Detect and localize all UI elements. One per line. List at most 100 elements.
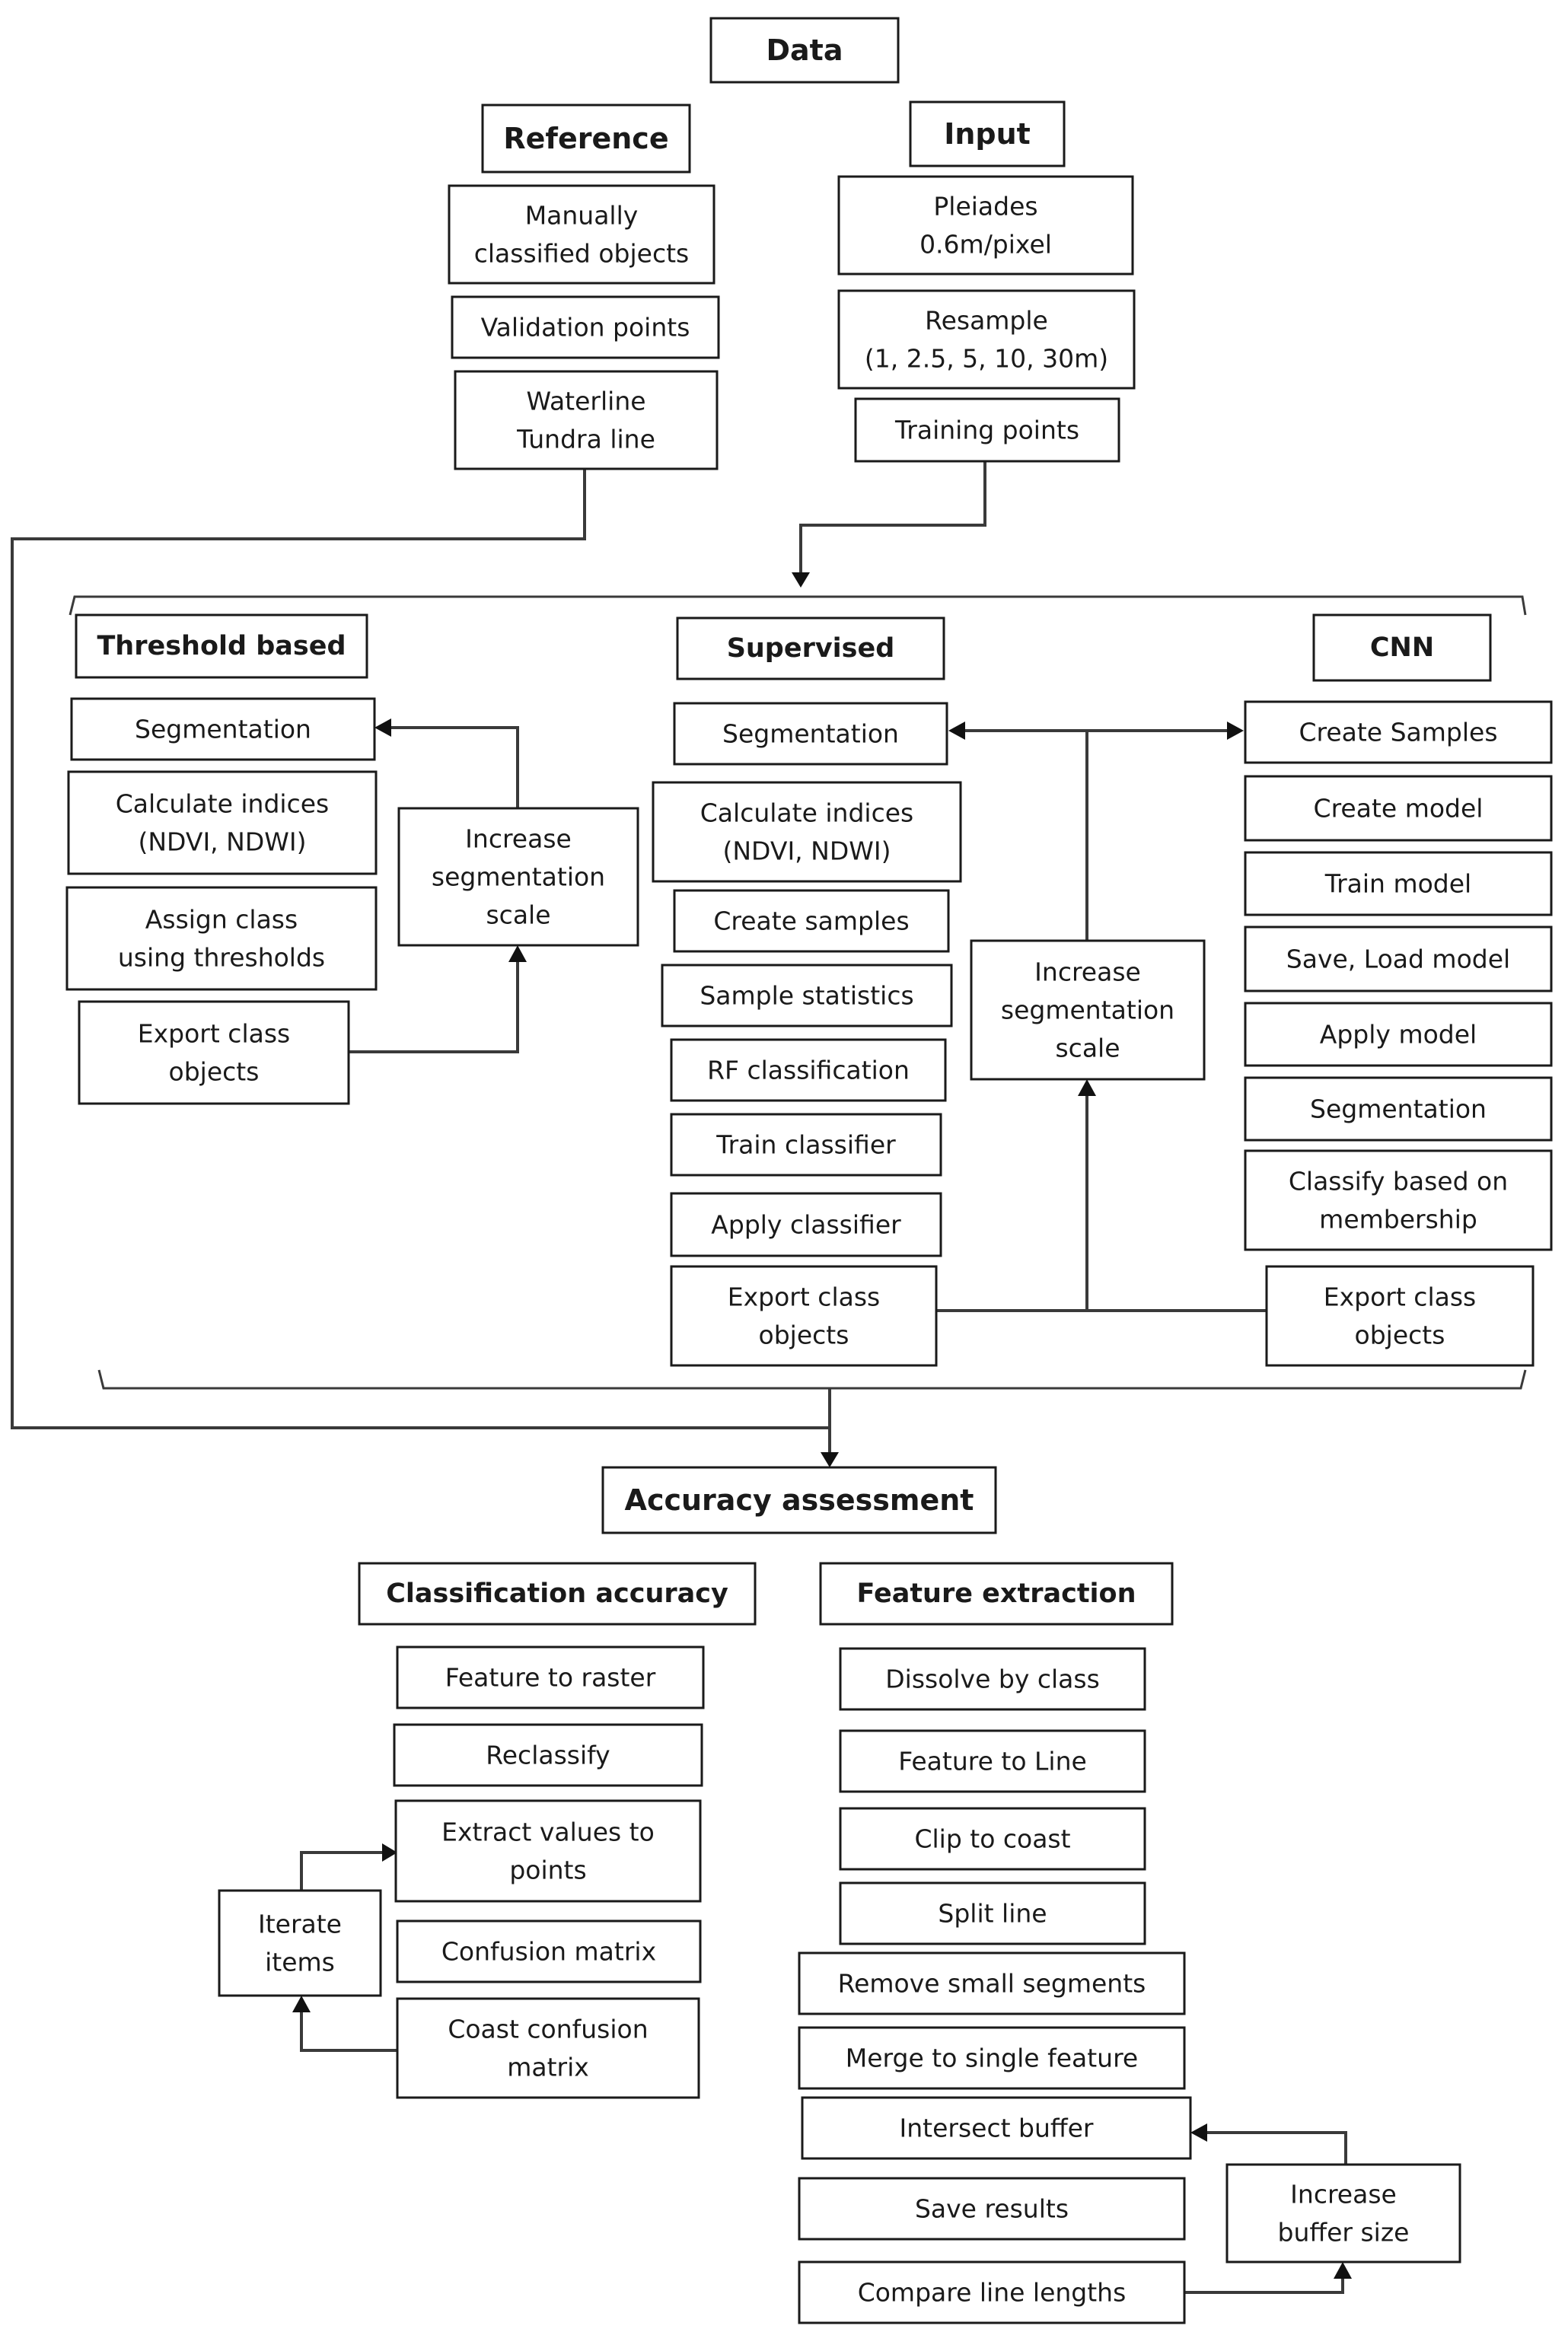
threshold-loop-connector xyxy=(349,962,519,1053)
threshold-step-frame xyxy=(67,770,378,875)
threshold-heading-frame xyxy=(75,613,368,679)
buffer-loop-connector xyxy=(1207,2131,1347,2165)
supervised-step-frame xyxy=(673,702,948,766)
threshold-step-label: Assign class xyxy=(145,905,298,935)
threshold-heading: Threshold based xyxy=(75,613,368,679)
feature-step-label: Clip to coast xyxy=(914,1824,1070,1854)
cnn-step-frame xyxy=(1244,925,1553,992)
cnn-step: Create Samples xyxy=(1244,700,1553,764)
feature-step-frame xyxy=(839,1729,1146,1793)
supervised-step-label: objects xyxy=(759,1321,849,1350)
threshold-step-frame xyxy=(65,886,378,991)
classification-step-label: Feature to raster xyxy=(445,1663,656,1693)
cnn-step-label: Classify based on xyxy=(1289,1167,1508,1196)
supervised-increase-scale-label: segmentation xyxy=(1001,996,1174,1025)
supervised-step: RF classification xyxy=(670,1038,947,1102)
supervised-increase-scale-frame xyxy=(970,939,1206,1081)
supervised-step: Calculate indices (NDVI, NDWI) xyxy=(652,781,962,883)
arrowhead xyxy=(292,1996,311,2012)
cnn-step-label: Create Samples xyxy=(1299,718,1497,747)
data-title-label: Data xyxy=(766,33,843,67)
cnn-step-label: Create model xyxy=(1314,794,1484,824)
cnn-step-label: objects xyxy=(1355,1321,1445,1350)
methods-bracket-top xyxy=(69,595,1527,616)
reference-heading-frame xyxy=(481,104,691,174)
cnn-heading-label: CNN xyxy=(1370,632,1434,663)
supervised-step-label: (NDVI, NDWI) xyxy=(722,836,891,866)
feature-step-frame xyxy=(798,2177,1186,2241)
feature-heading: Feature extraction xyxy=(819,1562,1174,1626)
threshold-heading-label: Threshold based xyxy=(97,631,346,661)
feature-step-frame xyxy=(839,1647,1146,1711)
feature-step: Clip to coast xyxy=(839,1807,1146,1871)
threshold-step-label: using thresholds xyxy=(118,943,325,973)
feature-step-frame xyxy=(801,2096,1192,2160)
iterate-items-frame xyxy=(218,1889,382,1997)
supervised-step-frame xyxy=(661,964,953,1027)
threshold-step-frame xyxy=(78,1000,350,1105)
classification-step-frame xyxy=(396,1997,700,2099)
input-item-frame xyxy=(837,175,1134,276)
feature-step-frame xyxy=(798,2026,1186,2090)
increase-buffer-size-frame xyxy=(1225,2163,1461,2264)
classification-step-label: Reclassify xyxy=(486,1741,610,1770)
reference-item-label: Waterline xyxy=(526,387,645,416)
increase-buffer-size-label: Increase xyxy=(1290,2180,1397,2209)
supervised-step: Segmentation xyxy=(673,702,948,766)
threshold-step-label: (NDVI, NDWI) xyxy=(138,827,306,857)
feature-step: Compare line lengths xyxy=(798,2260,1186,2324)
iterate-items-label: items xyxy=(265,1948,335,1977)
cnn-step-frame xyxy=(1244,1076,1553,1142)
classification-heading: Classification accuracy xyxy=(358,1562,757,1626)
feature-step-frame xyxy=(798,1951,1186,2015)
reference-heading: Reference xyxy=(481,104,691,174)
data-title: Data xyxy=(709,17,900,84)
classification-step: Feature to raster xyxy=(396,1645,705,1709)
supervised-step-label: Calculate indices xyxy=(700,798,913,828)
supervised-step-frame xyxy=(673,889,950,953)
methods-bracket-bottom xyxy=(97,1369,1527,1390)
arrowhead xyxy=(821,1452,839,1467)
classification-step: Reclassify xyxy=(393,1723,703,1787)
supervised-heading-label: Supervised xyxy=(727,633,895,664)
supervised-increase-scale-label: scale xyxy=(1055,1034,1120,1063)
input-item-label: (1, 2.5, 5, 10, 30m) xyxy=(865,344,1108,374)
supervised-step: Apply classifier xyxy=(670,1192,942,1257)
classification-heading-frame xyxy=(358,1562,757,1626)
threshold-increase-scale-frame xyxy=(397,807,639,947)
input-item-label: Pleiades xyxy=(933,192,1037,221)
arrowhead xyxy=(382,1843,397,1862)
supervised-step-frame xyxy=(670,1113,942,1177)
cnn-step-frame xyxy=(1244,775,1553,842)
threshold-step: Segmentation xyxy=(70,697,376,761)
accuracy-heading-label: Accuracy assessment xyxy=(625,1483,974,1517)
arrowhead xyxy=(1078,1079,1096,1096)
feature-step-label: Feature to Line xyxy=(898,1747,1087,1776)
supervised-loop-connector xyxy=(936,1096,1088,1312)
supervised-step-label: Segmentation xyxy=(722,719,899,749)
supervised-step: Train classifier xyxy=(670,1113,942,1177)
classification-step-label: Extract values to xyxy=(441,1817,655,1847)
feature-heading-frame xyxy=(819,1562,1174,1626)
buffer-loop-connector xyxy=(1184,2279,1344,2294)
supervised-step-frame xyxy=(652,781,962,883)
feature-step-label: Compare line lengths xyxy=(858,2278,1127,2308)
cnn-step-label: Apply model xyxy=(1320,1020,1477,1050)
feature-step-label: Merge to single feature xyxy=(846,2044,1138,2073)
reference-heading-label: Reference xyxy=(503,122,668,155)
supervised-step-label: Apply classifier xyxy=(711,1210,901,1240)
reference-item-label: Manually xyxy=(525,201,639,231)
threshold-step-label: Export class xyxy=(138,1019,290,1049)
supervised-step-label: RF classification xyxy=(707,1056,910,1085)
input-item-label: 0.6m/pixel xyxy=(919,230,1052,260)
supervised-step-label: Export class xyxy=(728,1282,880,1312)
feature-step: Split line xyxy=(839,1881,1146,1945)
supervised-step-frame xyxy=(670,1038,947,1102)
data-title-frame xyxy=(709,17,900,84)
